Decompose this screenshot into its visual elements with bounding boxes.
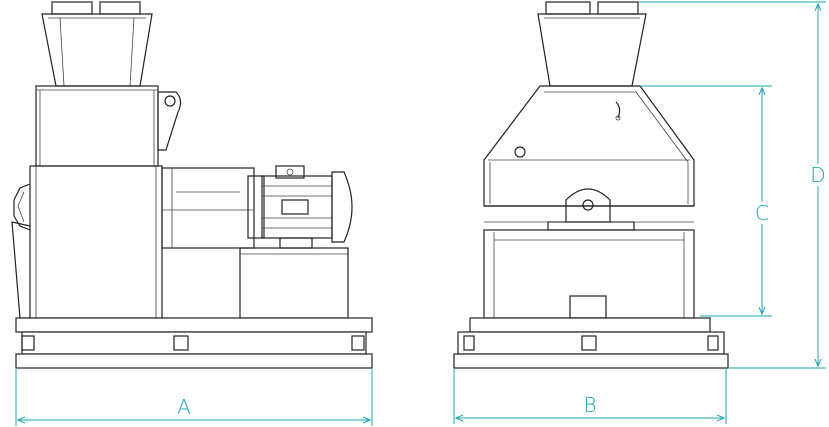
front-base-middle xyxy=(457,331,725,355)
lifting-lug xyxy=(157,91,182,151)
front-hopper xyxy=(537,13,647,87)
front-base-bottom xyxy=(453,353,729,369)
motor-fan-cover xyxy=(331,171,353,243)
coupling-guard xyxy=(161,167,255,249)
motor-body xyxy=(261,175,333,239)
front-lower-body xyxy=(483,229,695,319)
dimension-label-b: B xyxy=(583,393,596,417)
front-hopper-inlet-left xyxy=(545,1,591,15)
base-frame-bottom xyxy=(15,353,373,369)
front-base-top xyxy=(469,317,711,333)
motor-foot xyxy=(279,237,313,249)
motor-nameplate xyxy=(281,199,309,215)
inspection-port xyxy=(514,146,526,158)
motor-flange xyxy=(247,175,265,239)
upper-housing xyxy=(35,85,159,167)
dimension-label-a: A xyxy=(177,395,191,419)
front-housing xyxy=(483,85,695,207)
front-discharge xyxy=(569,295,607,319)
base-frame-top xyxy=(15,317,373,333)
discharge-chute xyxy=(11,221,31,319)
front-lug xyxy=(615,101,621,119)
front-view xyxy=(453,1,729,369)
hopper-inlet-right xyxy=(99,1,141,15)
mill-body xyxy=(29,165,163,319)
hopper-inlet-left xyxy=(51,1,93,15)
dimension-label-d: D xyxy=(810,163,825,187)
side-view xyxy=(11,1,373,369)
motor-base xyxy=(239,247,349,319)
dimension-label-c: C xyxy=(755,201,769,225)
terminal-box xyxy=(275,165,305,179)
side-bearing xyxy=(13,183,31,231)
hopper xyxy=(41,13,153,87)
lug-hole xyxy=(164,95,176,107)
dimensions: A B C D xyxy=(15,1,828,426)
front-hopper-inlet-right xyxy=(597,1,639,15)
base-frame-middle xyxy=(21,331,367,355)
front-bearing-housing xyxy=(565,188,611,223)
